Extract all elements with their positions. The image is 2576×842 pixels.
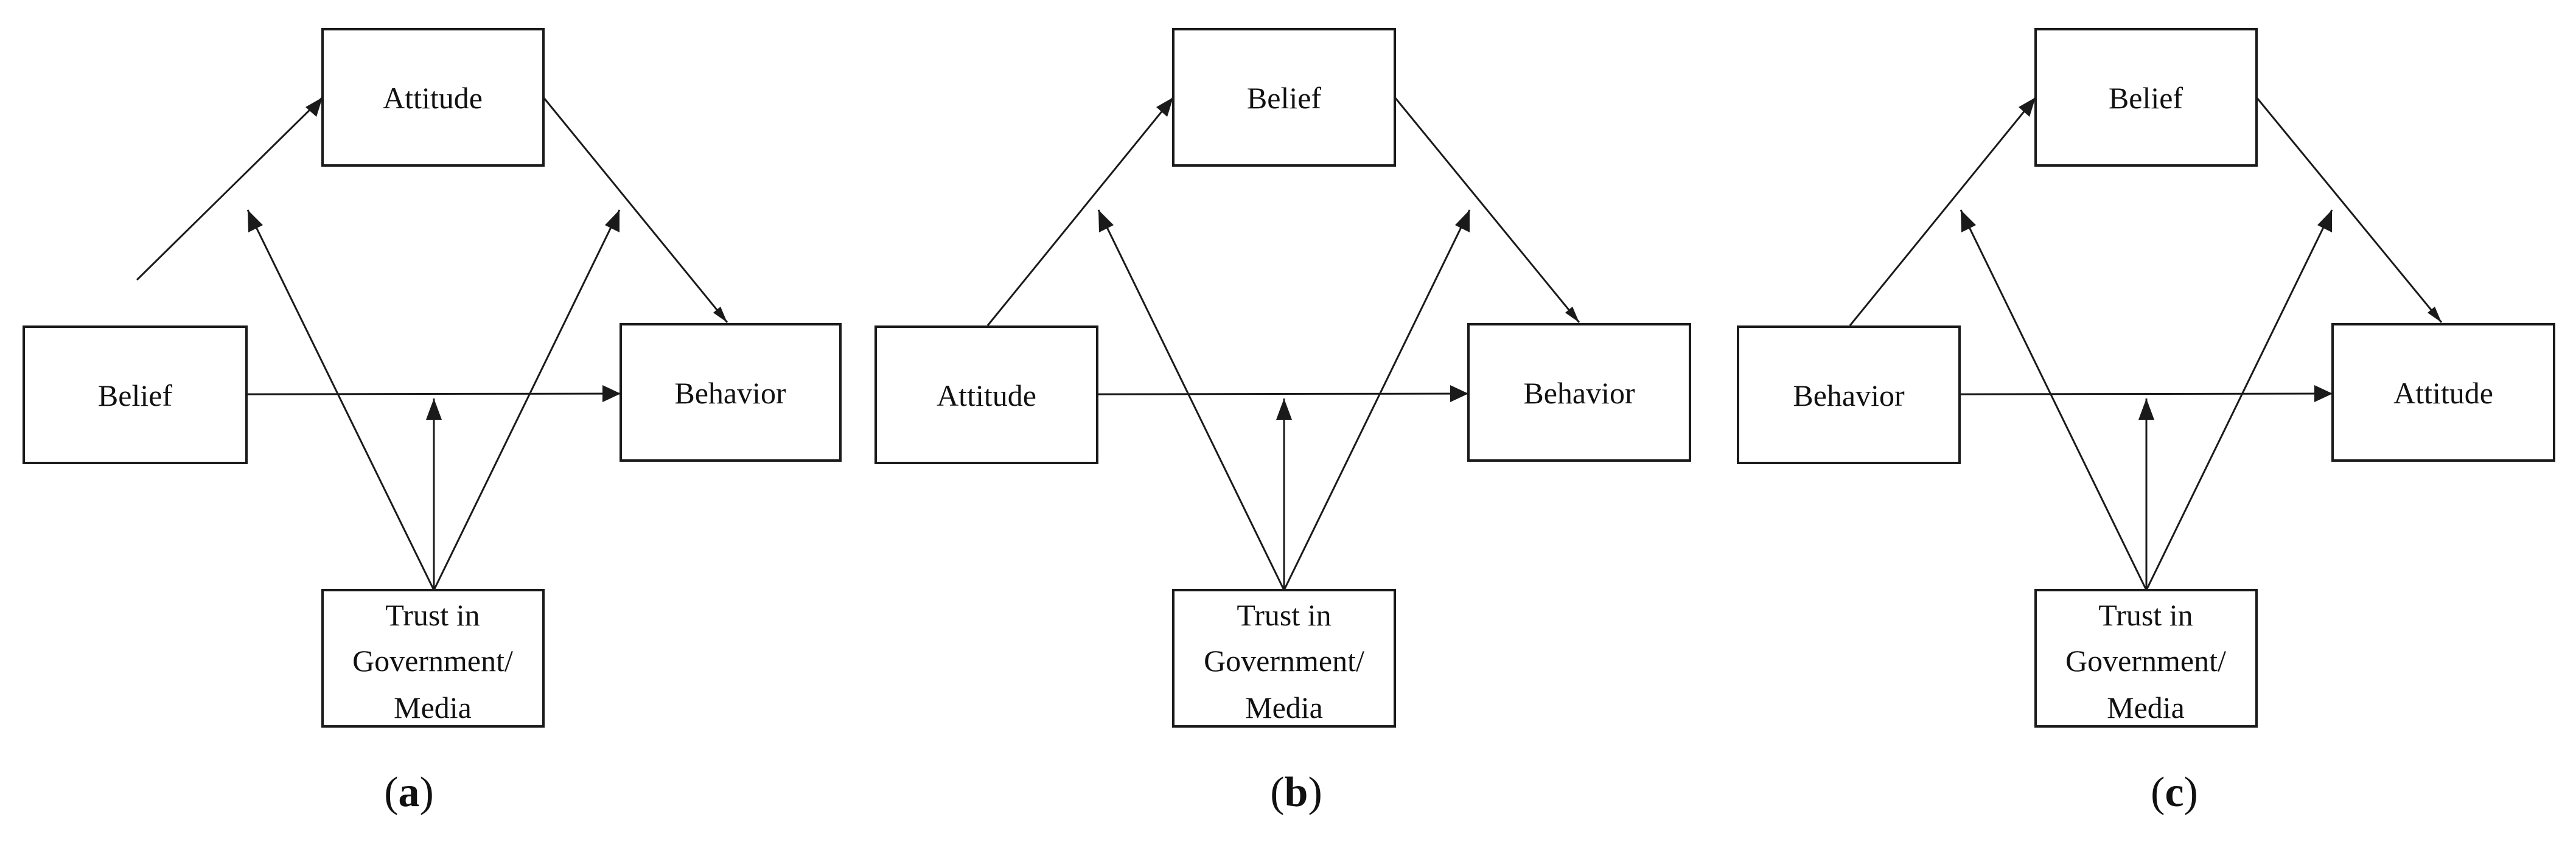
arrowhead-moderator-left bbox=[1961, 210, 1976, 232]
node-top-box bbox=[321, 28, 545, 167]
node-moderator-line-1: Trust in bbox=[385, 598, 480, 632]
node-moderator-line-2: Government/ bbox=[2065, 644, 2226, 678]
arrowhead-moderator-right bbox=[1455, 210, 1470, 232]
node-top-box bbox=[1172, 28, 1396, 167]
arrowhead-moderator-left bbox=[1098, 210, 1114, 232]
node-top-label: Belief bbox=[1247, 81, 1322, 115]
panel-c: Belief Behavior Attitude Trust in Govern… bbox=[1737, 28, 2555, 816]
node-moderator-line-1: Trust in bbox=[1237, 598, 1331, 632]
arrowhead-left-to-top bbox=[1156, 97, 1173, 117]
node-moderator-box bbox=[1172, 589, 1396, 728]
edge-top-to-right bbox=[542, 97, 728, 323]
arrowhead-moderator-center bbox=[1276, 398, 1292, 420]
panel-caption-letter: a bbox=[399, 769, 420, 816]
node-left-label: Behavior bbox=[1793, 378, 1905, 412]
arrowhead-left-to-right bbox=[2314, 385, 2333, 402]
arrowhead-moderator-center bbox=[426, 398, 442, 420]
node-right-box bbox=[620, 323, 842, 462]
node-moderator-line-1: Trust in bbox=[2098, 598, 2193, 632]
panel-caption: (c) bbox=[2151, 769, 2198, 816]
panel-caption: (a) bbox=[384, 769, 434, 816]
panel-b: Belief Attitude Behavior Trust in Govern… bbox=[874, 28, 1691, 816]
node-top-label: Attitude bbox=[383, 81, 483, 115]
arrowhead-top-to-right bbox=[2428, 307, 2442, 322]
edge-top-to-right bbox=[1394, 97, 1580, 323]
node-right-label: Attitude bbox=[2393, 376, 2493, 410]
node-left-label: Belief bbox=[98, 378, 173, 412]
node-moderator-box bbox=[321, 589, 545, 728]
arrowhead-left-to-right bbox=[1450, 385, 1468, 402]
arrowhead-moderator-center bbox=[2138, 398, 2154, 420]
edge-moderator-to-left-path bbox=[1097, 209, 1285, 591]
node-moderator-line-3: Media bbox=[2107, 691, 2185, 725]
edge-moderator-to-right-path bbox=[1283, 209, 1471, 591]
arrowhead-left-to-top bbox=[305, 97, 323, 117]
edge-moderator-to-left-path bbox=[1960, 209, 2148, 591]
node-top-label: Belief bbox=[2109, 81, 2183, 115]
edge-moderator-to-left-path bbox=[246, 209, 435, 591]
node-moderator-box bbox=[2034, 589, 2258, 728]
panel-caption: (b) bbox=[1270, 769, 1322, 816]
edge-left-to-top bbox=[986, 97, 1175, 326]
arrowhead-left-to-top bbox=[2019, 97, 2036, 117]
edge-moderator-to-right-path bbox=[2145, 209, 2333, 591]
arrowhead-moderator-right bbox=[605, 210, 620, 232]
node-right-label: Behavior bbox=[674, 376, 786, 410]
node-moderator-line-3: Media bbox=[1245, 691, 1323, 725]
node-moderator-line-2: Government/ bbox=[352, 644, 513, 678]
node-left-box bbox=[23, 325, 248, 464]
panel-caption-letter: c bbox=[2165, 769, 2183, 816]
node-left-label: Attitude bbox=[937, 378, 1036, 412]
arrowhead-top-to-right bbox=[1565, 307, 1579, 322]
arrowhead-left-to-right bbox=[602, 385, 621, 402]
node-top-box bbox=[2034, 28, 2258, 167]
arrowhead-top-to-right bbox=[713, 307, 727, 322]
edge-left-to-top bbox=[1849, 97, 2037, 326]
node-right-box bbox=[1467, 323, 1691, 462]
node-right-box bbox=[2331, 323, 2555, 462]
node-moderator-line-2: Government/ bbox=[1204, 644, 1364, 678]
panel-caption-letter: b bbox=[1285, 769, 1308, 816]
arrowhead-moderator-right bbox=[2317, 210, 2332, 232]
edge-moderator-to-right-path bbox=[433, 209, 621, 591]
edge-top-to-right bbox=[2255, 97, 2443, 323]
arrowhead-moderator-left bbox=[248, 210, 263, 232]
node-left-box bbox=[874, 325, 1098, 464]
panel-a: Attitude Belief Behavior Trust in Govern… bbox=[23, 28, 842, 816]
node-right-label: Behavior bbox=[1523, 376, 1635, 410]
edge-left-to-top bbox=[136, 96, 324, 281]
node-left-box bbox=[1737, 325, 1961, 464]
node-moderator-line-3: Media bbox=[394, 691, 472, 725]
